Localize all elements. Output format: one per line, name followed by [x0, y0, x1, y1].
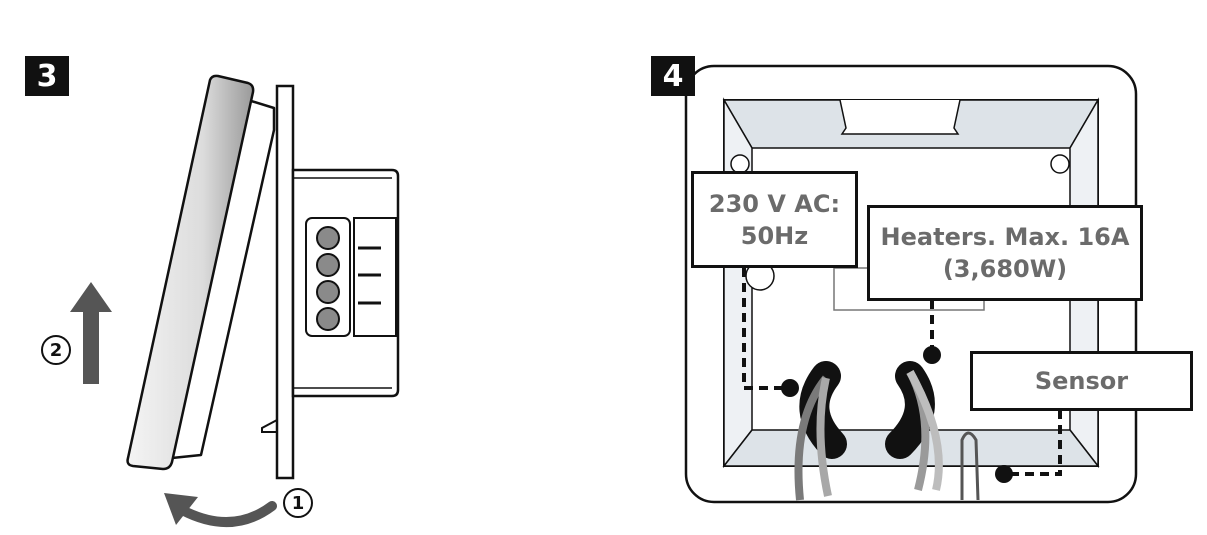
leader-sensor: [1006, 410, 1062, 476]
heaters-label-line2: (3,680W): [942, 255, 1068, 283]
heaters-label: Heaters. Max. 16A (3,680W): [867, 205, 1143, 301]
connector-block: [353, 217, 397, 337]
supply-label-line1: 230 V AC:: [708, 189, 841, 218]
terminal-screws: [316, 226, 340, 331]
sensor-wire: [960, 431, 980, 501]
step-4-badge: 4: [651, 56, 695, 96]
sequence-marker-1: 1: [283, 488, 313, 518]
wall-plate: [275, 84, 295, 480]
supply-label-line2: 50Hz: [740, 221, 809, 250]
tilt-curved-arrow: [177, 501, 277, 528]
step-3-badge: 3: [25, 56, 69, 96]
sensor-label-text: Sensor: [1034, 367, 1129, 395]
leader-supply: [742, 268, 790, 390]
panel-3-side-view: [70, 74, 400, 528]
lift-up-arrow: [70, 282, 112, 384]
sequence-marker-2: 2: [41, 335, 71, 365]
supply-label: 230 V AC: 50Hz: [691, 171, 858, 268]
sensor-label: Sensor: [970, 351, 1193, 411]
front-cover: [126, 74, 255, 471]
heater-cables: [794, 361, 943, 501]
heaters-label-line1: Heaters. Max. 16A: [880, 223, 1130, 251]
